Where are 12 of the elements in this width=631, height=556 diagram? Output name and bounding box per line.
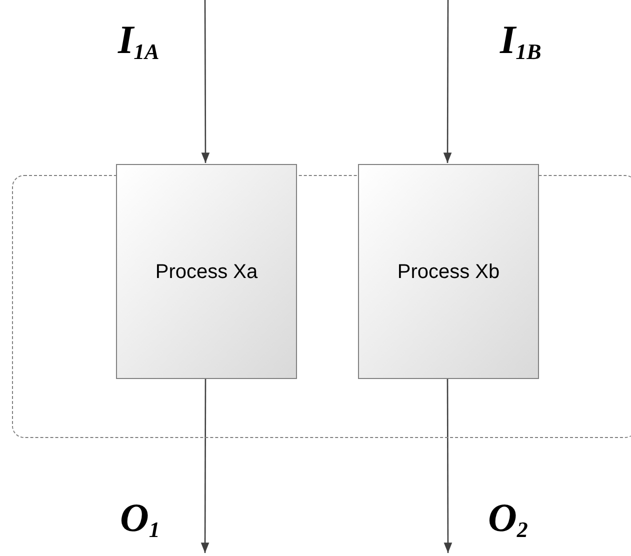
process-label: Process Xb [397, 260, 500, 284]
arrow [443, 0, 452, 163]
arrow [444, 378, 452, 553]
arrow [201, 0, 210, 163]
edge-label: I$_{1A}$ [118, 20, 160, 60]
edge-label: I$_{1B}$ [500, 20, 542, 60]
process-label: Process Xa [155, 260, 258, 284]
process-box [358, 164, 539, 379]
edge-label: O$_{1}$ [120, 498, 160, 538]
process-box [116, 164, 297, 379]
arrow [200, 378, 210, 553]
edge-label: O$_{2}$ [488, 498, 528, 538]
